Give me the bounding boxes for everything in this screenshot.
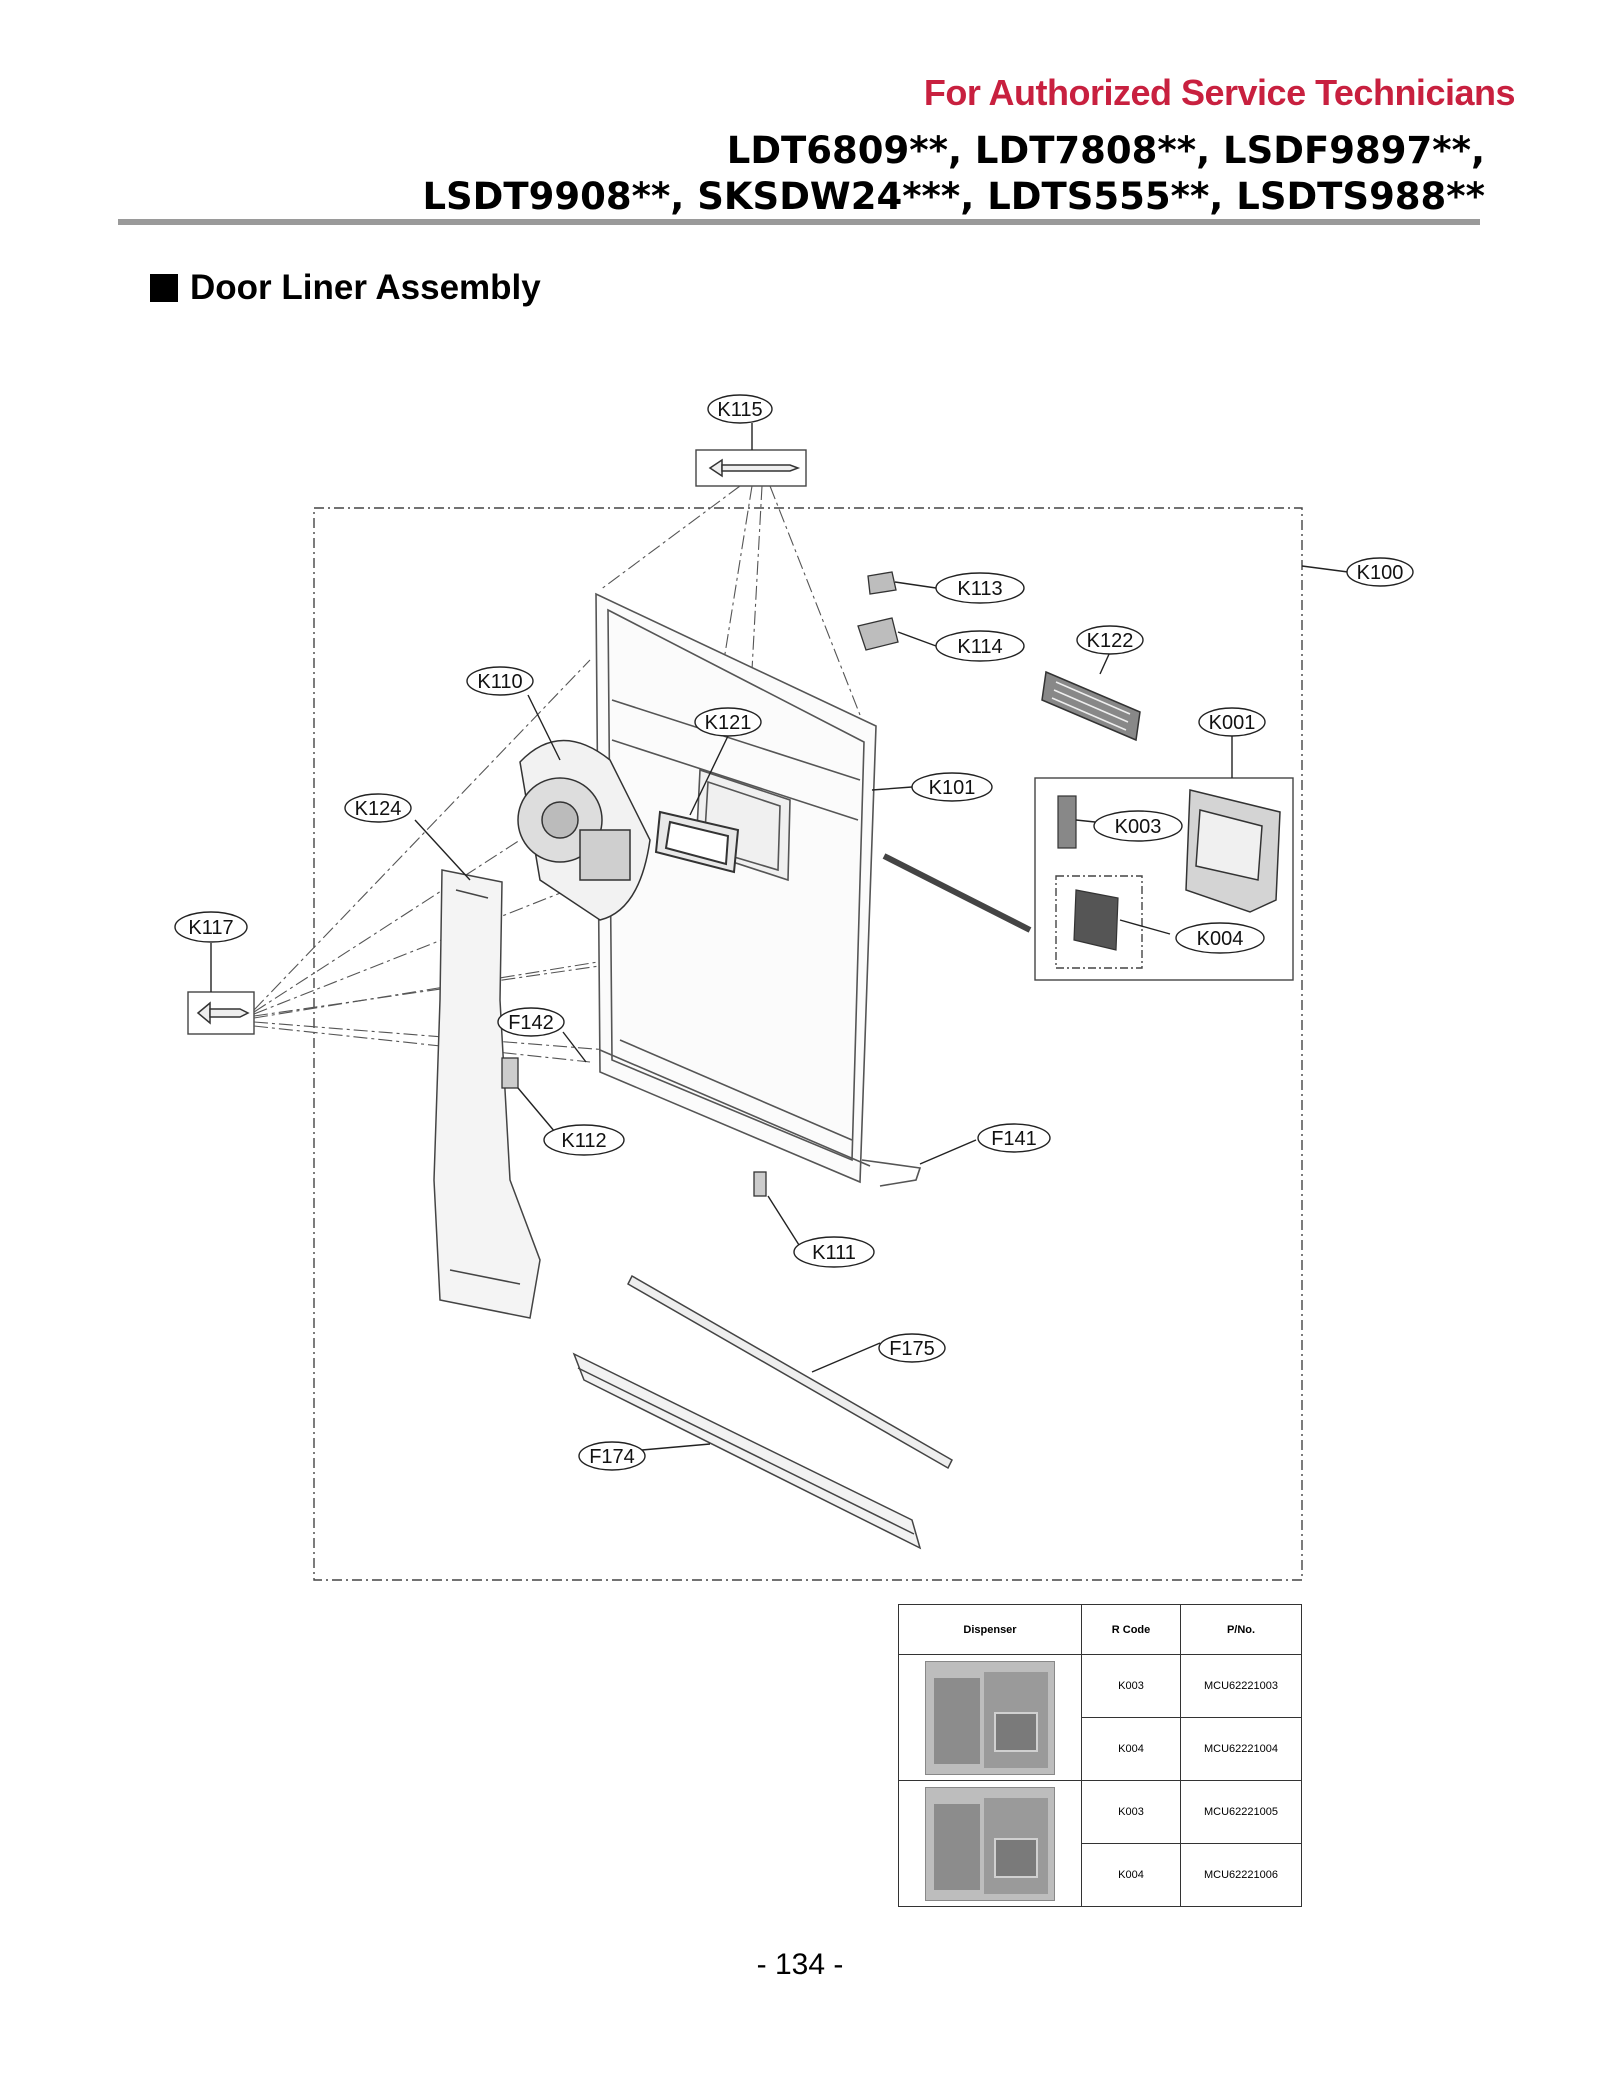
callout-k004: K004	[1197, 928, 1244, 950]
f174-part	[572, 1352, 922, 1550]
rcode-cell: K003	[1081, 1780, 1181, 1844]
callout-k003: K003	[1115, 816, 1162, 838]
callout-k114-oval	[935, 630, 1025, 662]
door-liner-k101	[595, 592, 922, 1187]
f175-part	[627, 1274, 953, 1470]
callout-k121-oval	[694, 707, 762, 737]
callout-k110: K110	[477, 671, 522, 693]
pno-cell: MCU62221005	[1180, 1780, 1302, 1844]
callout-k115: K115	[717, 399, 762, 421]
k124-part	[433, 869, 541, 1319]
callout-k115-oval	[707, 394, 773, 424]
pno-cell: MCU62221004	[1180, 1717, 1302, 1781]
k001-subassembly-box	[1034, 777, 1294, 981]
k003-part	[1057, 795, 1077, 849]
callout-k117: K117	[188, 917, 233, 939]
callout-k001: K001	[1209, 712, 1256, 734]
assembly-boundary	[313, 507, 1303, 1581]
callout-k113: K113	[957, 578, 1002, 600]
k114-part	[857, 617, 899, 651]
callout-k100-oval	[1346, 557, 1414, 587]
callout-k113-oval	[935, 572, 1025, 604]
k121-part	[654, 810, 740, 874]
dispenser-image-cell-2	[898, 1780, 1082, 1907]
dispenser-photo-1	[925, 1660, 1055, 1775]
callout-k124-oval	[344, 793, 412, 823]
table-header-row: Dispenser R Code P/No.	[898, 1604, 1302, 1655]
callout-k111: K111	[812, 1242, 856, 1264]
table-row: K003 MCU62221003	[898, 1654, 1302, 1781]
k115-screw-shaft	[721, 464, 801, 472]
rail-rod	[882, 853, 1032, 933]
col-header-pno: P/No.	[1180, 1604, 1302, 1655]
callout-k122: K122	[1087, 630, 1134, 652]
k122-part	[1041, 670, 1141, 742]
callout-k100: K100	[1357, 562, 1404, 584]
header-divider	[118, 219, 1480, 225]
k117-screw-head	[196, 1001, 211, 1025]
callout-f141-oval	[977, 1123, 1051, 1153]
pno-cell: MCU62221006	[1180, 1843, 1302, 1907]
table-row: K004 MCU62221006	[899, 1843, 1302, 1907]
dispenser-parts-table: Dispenser R Code P/No. K003 MCU62221003 …	[898, 1604, 1302, 1907]
k113-part	[867, 571, 897, 595]
col-header-rcode: R Code	[1081, 1604, 1181, 1655]
callout-k111-oval	[793, 1236, 875, 1268]
table-row: K003 MCU62221005	[898, 1780, 1302, 1907]
callout-f141: F141	[991, 1128, 1037, 1150]
k004-part	[1073, 889, 1119, 951]
k117-screw-shaft	[209, 1008, 250, 1018]
callout-f142-oval	[497, 1007, 565, 1037]
callout-k110-oval	[466, 666, 534, 696]
callout-k124: K124	[355, 798, 402, 820]
square-bullet-icon	[150, 274, 178, 302]
callout-k114: K114	[957, 636, 1002, 658]
k110-part	[517, 739, 651, 921]
callout-f142: F142	[508, 1012, 554, 1034]
callout-f174: F174	[589, 1446, 635, 1468]
k117-screw-box	[187, 991, 255, 1035]
callout-k112-oval	[543, 1124, 625, 1156]
callout-k101: K101	[929, 777, 976, 799]
table-row: K004 MCU62221004	[899, 1717, 1302, 1781]
authorized-technicians-label: For Authorized Service Technicians	[923, 72, 1516, 113]
callout-k117-oval	[174, 911, 248, 943]
callout-k004-oval	[1175, 922, 1265, 954]
model-list: LDT6809**, LDT7808**, LSDF9897**, LSDT99…	[422, 128, 1485, 220]
callout-k001-oval	[1198, 707, 1266, 737]
model-list-line-1: LDT6809**, LDT7808**, LSDF9897**,	[726, 129, 1485, 172]
section-title-text: Door Liner Assembly	[190, 268, 541, 307]
pno-cell: MCU62221003	[1180, 1654, 1302, 1718]
rcode-cell: K003	[1081, 1654, 1181, 1718]
callout-k003-oval	[1093, 810, 1183, 842]
rcode-cell: K004	[1081, 1843, 1181, 1907]
k115-screw-head	[708, 458, 723, 478]
section-title: Door Liner Assembly	[150, 268, 541, 308]
k004-detail-box	[1055, 875, 1143, 969]
dispenser-image-cell-1	[898, 1654, 1082, 1781]
callout-f175-oval	[878, 1333, 946, 1363]
callout-f175: F175	[889, 1338, 935, 1360]
dispenser-photo-2	[925, 1786, 1055, 1901]
page-number: - 134 -	[756, 1948, 844, 1981]
callout-k121: K121	[705, 712, 752, 734]
callout-leaders	[210, 423, 1349, 1451]
k112-part	[501, 1057, 519, 1089]
model-list-line-2: LSDT9908**, SKSDW24***, LDTS555**, LSDTS…	[422, 175, 1485, 218]
callout-f174-oval	[578, 1441, 646, 1471]
k001-part	[1185, 789, 1281, 913]
callout-k101-oval	[911, 772, 993, 802]
k111-part	[753, 1171, 767, 1197]
col-header-dispenser: Dispenser	[898, 1604, 1082, 1655]
k115-screw-box	[695, 449, 807, 487]
callout-k122-oval	[1076, 625, 1144, 655]
rcode-cell: K004	[1081, 1717, 1181, 1781]
callout-k112: K112	[561, 1130, 606, 1152]
